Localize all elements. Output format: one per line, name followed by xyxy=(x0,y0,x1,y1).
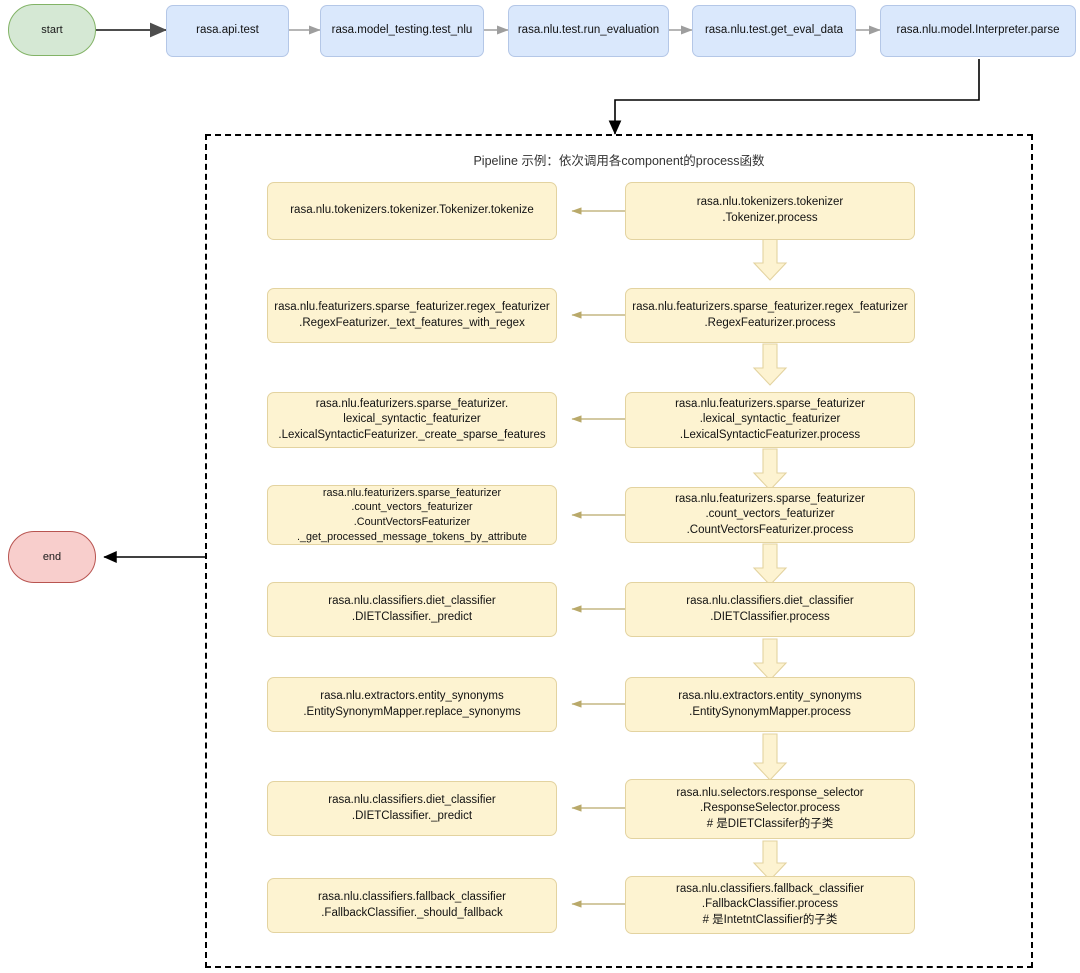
pipeline-inner-label: rasa.nlu.classifiers.diet_classifier .DI… xyxy=(328,793,496,822)
pipeline-frame xyxy=(205,134,1033,968)
pipeline-inner-label: rasa.nlu.classifiers.diet_classifier .DI… xyxy=(328,594,496,623)
pipeline-inner-node-6[interactable]: rasa.nlu.extractors.entity_synonyms .Ent… xyxy=(267,677,557,732)
pipeline-inner-label: rasa.nlu.extractors.entity_synonyms .Ent… xyxy=(303,689,521,718)
pipeline-process-node-1[interactable]: rasa.nlu.tokenizers.tokenizer .Tokenizer… xyxy=(625,182,915,240)
pipeline-inner-node-1[interactable]: rasa.nlu.tokenizers.tokenizer.Tokenizer.… xyxy=(267,182,557,240)
end-node-label: end xyxy=(42,550,62,563)
call-node-run-evaluation[interactable]: rasa.nlu.test.run_evaluation xyxy=(508,5,669,57)
pipeline-inner-label: rasa.nlu.featurizers.sparse_featurizer. … xyxy=(278,397,546,441)
pipeline-inner-node-8[interactable]: rasa.nlu.classifiers.fallback_classifier… xyxy=(267,878,557,933)
start-node-label: start xyxy=(41,23,63,36)
pipeline-process-node-7[interactable]: rasa.nlu.selectors.response_selector .Re… xyxy=(625,779,915,839)
pipeline-inner-node-4[interactable]: rasa.nlu.featurizers.sparse_featurizer .… xyxy=(267,485,557,545)
pipeline-inner-label: rasa.nlu.featurizers.sparse_featurizer.r… xyxy=(274,300,550,329)
call-node-model-testing-test-nlu[interactable]: rasa.model_testing.test_nlu xyxy=(320,5,484,57)
pipeline-process-label: rasa.nlu.featurizers.sparse_featurizer.r… xyxy=(632,300,908,329)
call-node-label: rasa.nlu.model.Interpreter.parse xyxy=(896,24,1060,37)
pipeline-process-node-5[interactable]: rasa.nlu.classifiers.diet_classifier .DI… xyxy=(625,582,915,637)
call-node-interpreter-parse[interactable]: rasa.nlu.model.Interpreter.parse xyxy=(880,5,1076,57)
pipeline-inner-label: rasa.nlu.classifiers.fallback_classifier… xyxy=(318,890,506,919)
start-node[interactable]: start xyxy=(8,4,96,56)
pipeline-inner-node-2[interactable]: rasa.nlu.featurizers.sparse_featurizer.r… xyxy=(267,288,557,343)
call-node-label: rasa.nlu.test.get_eval_data xyxy=(704,24,844,37)
pipeline-process-label: rasa.nlu.extractors.entity_synonyms .Ent… xyxy=(678,689,862,718)
pipeline-process-label: rasa.nlu.tokenizers.tokenizer .Tokenizer… xyxy=(696,196,844,224)
pipeline-process-node-8[interactable]: rasa.nlu.classifiers.fallback_classifier… xyxy=(625,876,915,934)
pipeline-process-node-4[interactable]: rasa.nlu.featurizers.sparse_featurizer .… xyxy=(625,487,915,543)
call-node-get-eval-data[interactable]: rasa.nlu.test.get_eval_data xyxy=(692,5,856,57)
pipeline-inner-node-3[interactable]: rasa.nlu.featurizers.sparse_featurizer. … xyxy=(267,392,557,448)
edge-interpreter-parse-to-pipeline xyxy=(608,59,980,135)
pipeline-inner-node-7[interactable]: rasa.nlu.classifiers.diet_classifier .DI… xyxy=(267,781,557,836)
call-node-api-test[interactable]: rasa.api.test xyxy=(166,5,289,57)
pipeline-process-node-2[interactable]: rasa.nlu.featurizers.sparse_featurizer.r… xyxy=(625,288,915,343)
end-node[interactable]: end xyxy=(8,531,96,583)
pipeline-process-node-3[interactable]: rasa.nlu.featurizers.sparse_featurizer .… xyxy=(625,392,915,448)
pipeline-process-label: rasa.nlu.classifiers.fallback_classifier… xyxy=(676,882,864,926)
pipeline-inner-node-5[interactable]: rasa.nlu.classifiers.diet_classifier .DI… xyxy=(267,582,557,637)
pipeline-process-label: rasa.nlu.featurizers.sparse_featurizer .… xyxy=(675,397,865,441)
call-node-label: rasa.nlu.test.run_evaluation xyxy=(517,24,660,37)
call-node-label: rasa.api.test xyxy=(196,24,259,37)
pipeline-process-label: rasa.nlu.selectors.response_selector .Re… xyxy=(676,786,864,830)
pipeline-title: Pipeline 示例：依次调用各component的process函数 xyxy=(473,154,765,168)
pipeline-inner-label: rasa.nlu.featurizers.sparse_featurizer .… xyxy=(297,486,527,543)
call-node-label: rasa.model_testing.test_nlu xyxy=(331,24,473,37)
pipeline-inner-label: rasa.nlu.tokenizers.tokenizer.Tokenizer.… xyxy=(290,204,534,217)
pipeline-process-label: rasa.nlu.featurizers.sparse_featurizer .… xyxy=(675,492,865,536)
pipeline-process-label: rasa.nlu.classifiers.diet_classifier .DI… xyxy=(686,594,854,623)
pipeline-process-node-6[interactable]: rasa.nlu.extractors.entity_synonyms .Ent… xyxy=(625,677,915,732)
